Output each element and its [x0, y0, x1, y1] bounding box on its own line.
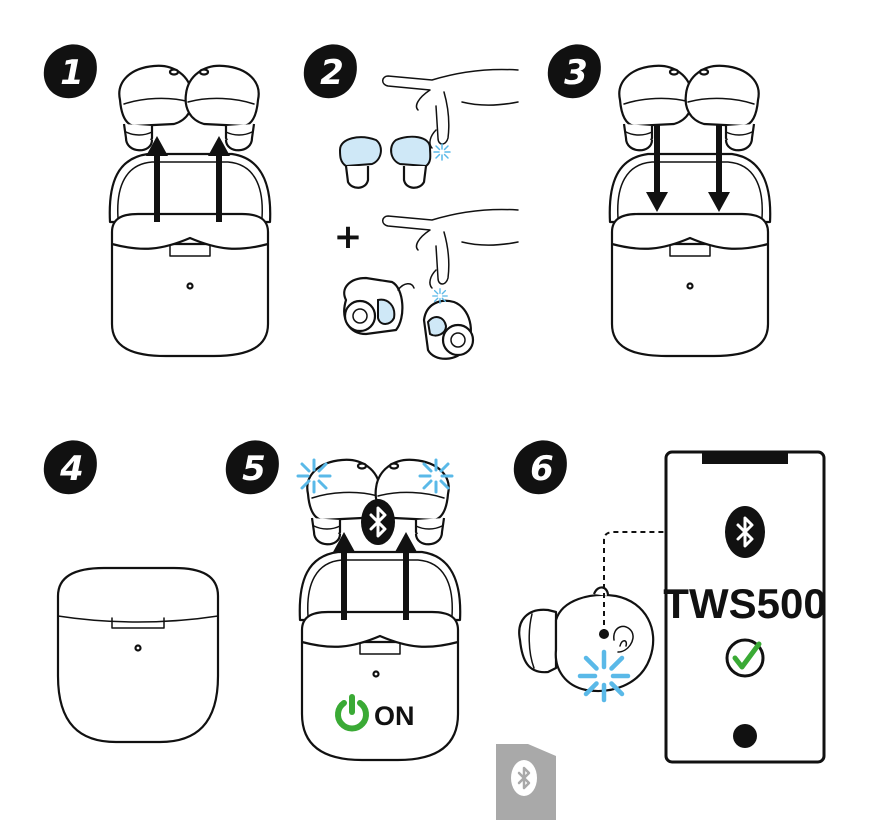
earbud-left: [118, 64, 194, 152]
bluetooth-icon: [361, 499, 395, 545]
case-open-lid: [608, 152, 772, 224]
earbud-right: [184, 64, 260, 152]
step-3-number: 3: [564, 53, 588, 93]
pairing-connector-dot: [599, 629, 609, 639]
step-2-badge: 2: [303, 44, 357, 99]
plus-sign: +: [334, 217, 363, 257]
charging-case-closed: [56, 566, 220, 744]
step-2: 2 +: [303, 44, 519, 360]
arrow-up-left: [333, 532, 355, 620]
charging-case: [610, 212, 770, 358]
arrow-up-right: [395, 532, 417, 620]
charging-case: [300, 610, 460, 762]
step-5-badge: 5: [225, 440, 279, 495]
pairing-connector-line: [603, 531, 724, 634]
step-5-number: 5: [242, 449, 266, 489]
step-6: 6 TWS500: [513, 440, 827, 764]
device-name-label: TWS500: [663, 580, 826, 627]
earbud-in-ear: [518, 586, 655, 692]
hand-lower: [381, 208, 519, 289]
power-on-label: ON: [374, 701, 415, 731]
hand-upper: [381, 68, 519, 149]
power-icon: [335, 694, 369, 732]
arrow-down-left: [646, 124, 668, 212]
smartphone: TWS500: [663, 450, 827, 764]
step-1-number: 1: [60, 53, 84, 93]
charging-case: [110, 212, 270, 358]
bluetooth-app-badge: [496, 744, 556, 820]
bluetooth-icon: [725, 506, 765, 558]
step-1: 1: [43, 44, 272, 358]
check-icon: [725, 638, 765, 678]
earbuds-side-view: [343, 276, 475, 360]
step-4-number: 4: [59, 449, 84, 489]
earbuds-touch-area: [338, 135, 451, 189]
step-2-number: 2: [320, 53, 344, 93]
phone-notch: [702, 452, 788, 464]
earbud-right: [684, 64, 760, 152]
arrow-up-left: [146, 136, 168, 222]
step-5: 5 ON: [225, 440, 462, 762]
step-6-number: 6: [530, 449, 554, 489]
step-1-badge: 1: [43, 44, 97, 99]
case-open-lid: [298, 550, 462, 622]
step-4: 4: [43, 440, 220, 744]
step-4-badge: 4: [43, 440, 97, 495]
bluetooth-icon: [511, 760, 537, 796]
step-3-badge: 3: [547, 44, 601, 99]
home-button: [733, 724, 757, 748]
step-3: 3: [547, 44, 772, 358]
arrow-up-right: [208, 136, 230, 222]
arrow-down-right: [708, 124, 730, 212]
case-open-lid: [108, 152, 272, 224]
step-6-badge: 6: [513, 440, 567, 495]
